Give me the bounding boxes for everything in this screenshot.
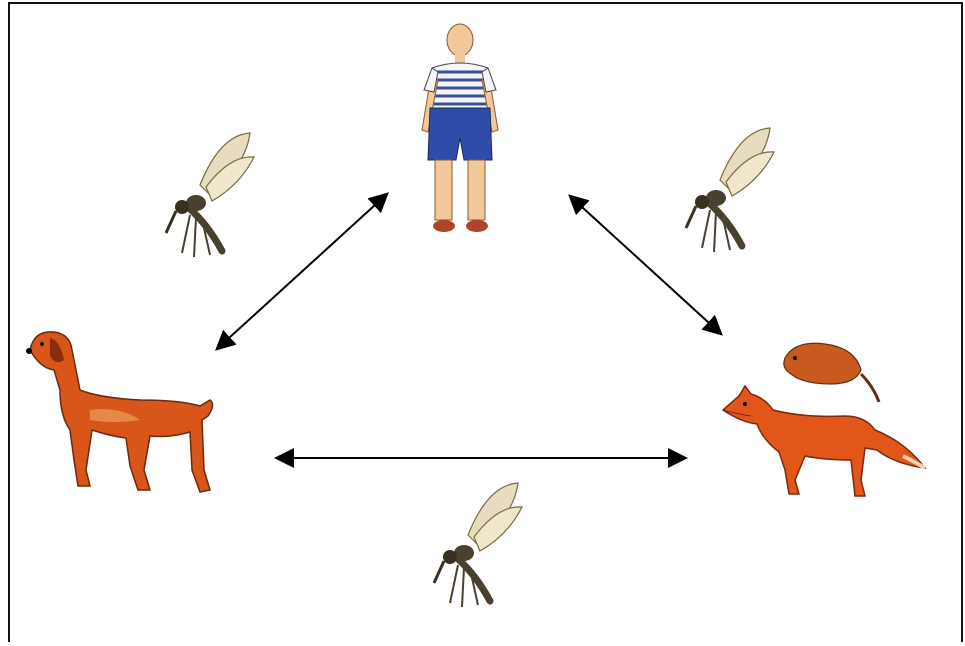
fox-and-rodent-icon: [715, 330, 930, 500]
dog-icon: [20, 320, 220, 500]
human-figure-icon: [410, 10, 510, 242]
sandfly-icon-left: [150, 125, 260, 265]
sandfly-icon-bottom: [418, 475, 528, 615]
sandfly-icon-right: [670, 120, 780, 260]
